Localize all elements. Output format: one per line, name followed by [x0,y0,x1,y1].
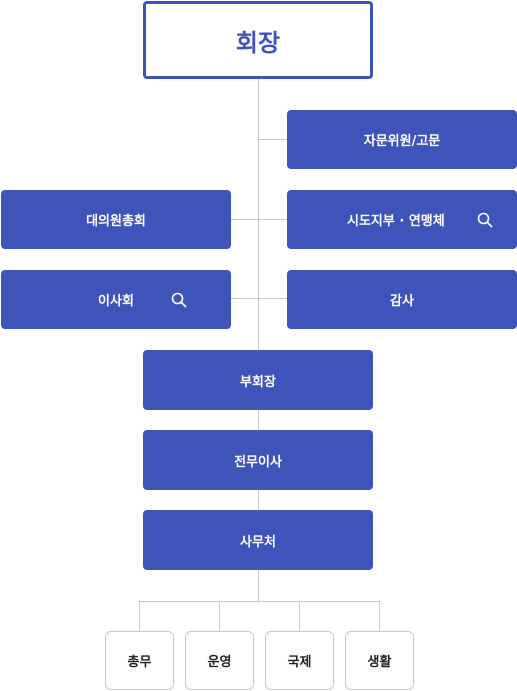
vice-chairman-box[interactable]: 부회장 [143,350,373,410]
connector-board-audit [231,298,287,299]
department-label: 총무 [127,655,152,670]
connector-secretariat-down [258,570,259,601]
connector-dept-2 [219,601,220,631]
vice-chairman-label: 부회장 [240,374,276,390]
connector-exec-secretariat [258,490,259,510]
advisory-label: 자문위원/고문 [363,134,441,149]
main-trunk-line [258,79,259,350]
connector-dept-4 [379,601,380,631]
chairman-box[interactable]: 회장 [143,1,373,79]
secretariat-label: 사무처 [240,534,276,550]
department-label: 생활 [367,655,392,670]
audit-box[interactable]: 감사 [287,270,517,329]
advisory-box[interactable]: 자문위원/고문 [287,110,517,169]
department-box[interactable]: 운영 [185,631,254,690]
connector-vice-exec [258,410,259,430]
chairman-label: 회장 [235,28,281,57]
executive-director-label: 전무이사 [234,454,282,470]
search-icon[interactable] [477,212,493,228]
department-label: 운영 [207,655,232,670]
board-label: 이사회 [98,294,134,309]
department-box[interactable]: 국제 [265,631,334,690]
branches-box[interactable]: 시도지부 · 연맹체 [287,190,517,249]
department-bus-line [139,601,380,602]
audit-label: 감사 [390,294,414,309]
department-label: 국제 [287,655,312,670]
department-box[interactable]: 생활 [345,631,414,690]
branches-label: 시도지부 · 연맹체 [347,214,445,229]
general-assembly-box[interactable]: 대의원총회 [1,190,231,249]
department-box[interactable]: 총무 [105,631,174,690]
connector-dept-3 [299,601,300,631]
general-assembly-label: 대의원총회 [86,214,146,229]
secretariat-box[interactable]: 사무처 [143,510,373,570]
connector-dept-1 [139,601,140,631]
connector-assembly-branches [231,219,287,220]
executive-director-box[interactable]: 전무이사 [143,430,373,490]
board-box[interactable]: 이사회 [1,270,231,329]
connector-advisory [258,139,287,140]
search-icon[interactable] [171,292,187,308]
